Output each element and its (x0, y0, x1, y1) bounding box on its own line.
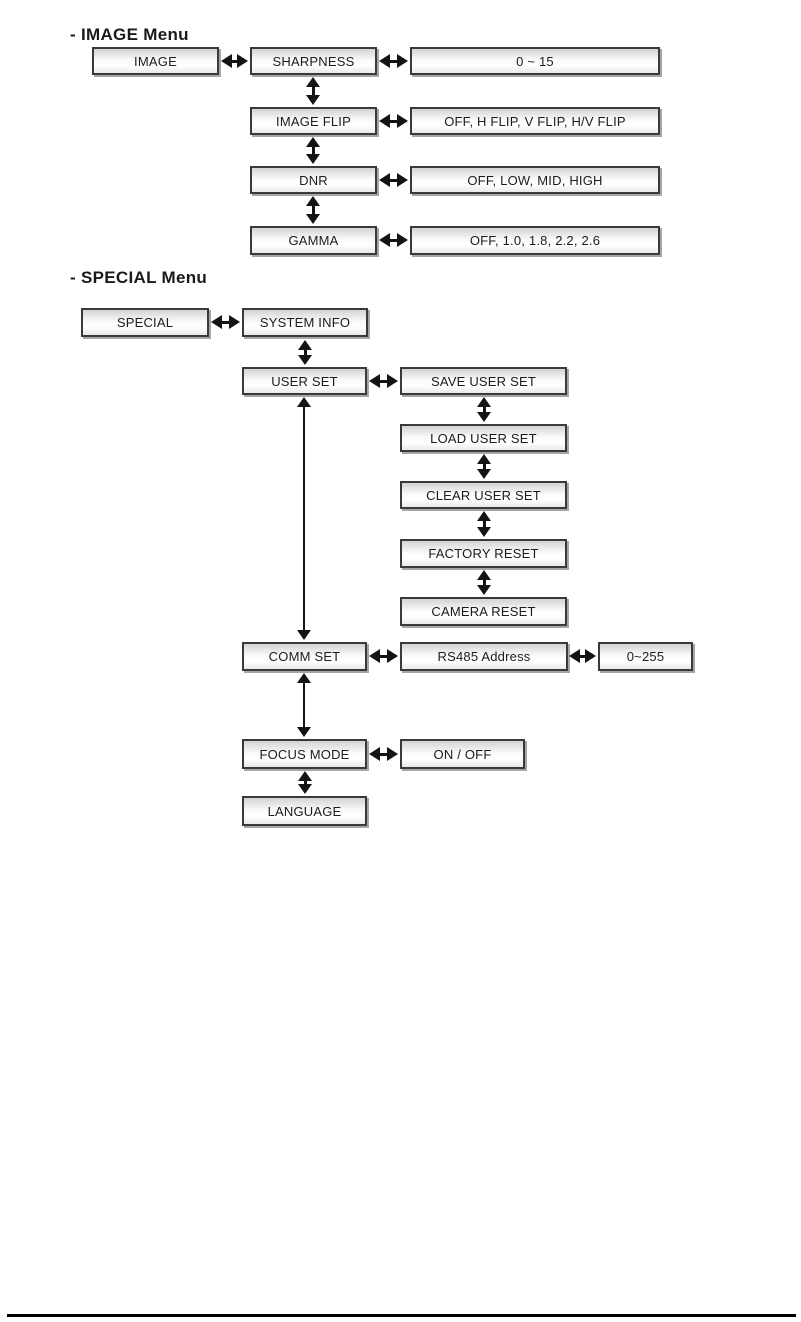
v-double-arrow-icon (477, 454, 491, 479)
v-double-arrow-icon (306, 77, 320, 105)
h-double-arrow-icon (379, 233, 408, 247)
h-double-arrow-icon (211, 315, 240, 329)
node-image-flip-values: OFF, H FLIP, V FLIP, H/V FLIP (410, 107, 660, 135)
image-menu-heading: - IMAGE Menu (70, 25, 189, 44)
h-double-arrow-icon (379, 54, 408, 68)
v-double-arrow-icon (298, 340, 312, 365)
node-camera-reset: CAMERA RESET (400, 597, 567, 626)
node-image-flip: IMAGE FLIP (250, 107, 377, 135)
node-special: SPECIAL (81, 308, 209, 337)
footer-rule (7, 1314, 796, 1317)
node-factory-reset: FACTORY RESET (400, 539, 567, 568)
node-dnr: DNR (250, 166, 377, 194)
h-double-arrow-icon (379, 114, 408, 128)
h-double-arrow-icon (369, 747, 398, 761)
node-sharpness: SHARPNESS (250, 47, 377, 75)
node-gamma-values: OFF, 1.0, 1.8, 2.2, 2.6 (410, 226, 660, 255)
node-comm-set: COMM SET (242, 642, 367, 671)
v-long-double-arrow-icon (297, 673, 311, 737)
special-menu-heading: - SPECIAL Menu (70, 268, 208, 287)
node-sharpness-values: 0 ~ 15 (410, 47, 660, 75)
node-image: IMAGE (92, 47, 219, 75)
v-long-double-arrow-icon (297, 397, 311, 640)
v-double-arrow-icon (477, 570, 491, 595)
node-save-user-set: SAVE USER SET (400, 367, 567, 395)
node-system-info: SYSTEM INFO (242, 308, 368, 337)
node-language: LANGUAGE (242, 796, 367, 826)
h-double-arrow-icon (221, 54, 248, 68)
h-double-arrow-icon (369, 649, 398, 663)
v-double-arrow-icon (306, 196, 320, 224)
node-rs485-address: RS485 Address (400, 642, 568, 671)
node-dnr-values: OFF, LOW, MID, HIGH (410, 166, 660, 194)
v-double-arrow-icon (298, 771, 312, 794)
h-double-arrow-icon (379, 173, 408, 187)
node-clear-user-set: CLEAR USER SET (400, 481, 567, 509)
h-double-arrow-icon (569, 649, 596, 663)
node-load-user-set: LOAD USER SET (400, 424, 567, 452)
node-user-set: USER SET (242, 367, 367, 395)
node-focus-mode: FOCUS MODE (242, 739, 367, 769)
node-rs485-values: 0~255 (598, 642, 693, 671)
v-double-arrow-icon (477, 511, 491, 537)
node-focus-mode-values: ON / OFF (400, 739, 525, 769)
node-gamma: GAMMA (250, 226, 377, 255)
v-double-arrow-icon (306, 137, 320, 164)
v-double-arrow-icon (477, 397, 491, 422)
h-double-arrow-icon (369, 374, 398, 388)
